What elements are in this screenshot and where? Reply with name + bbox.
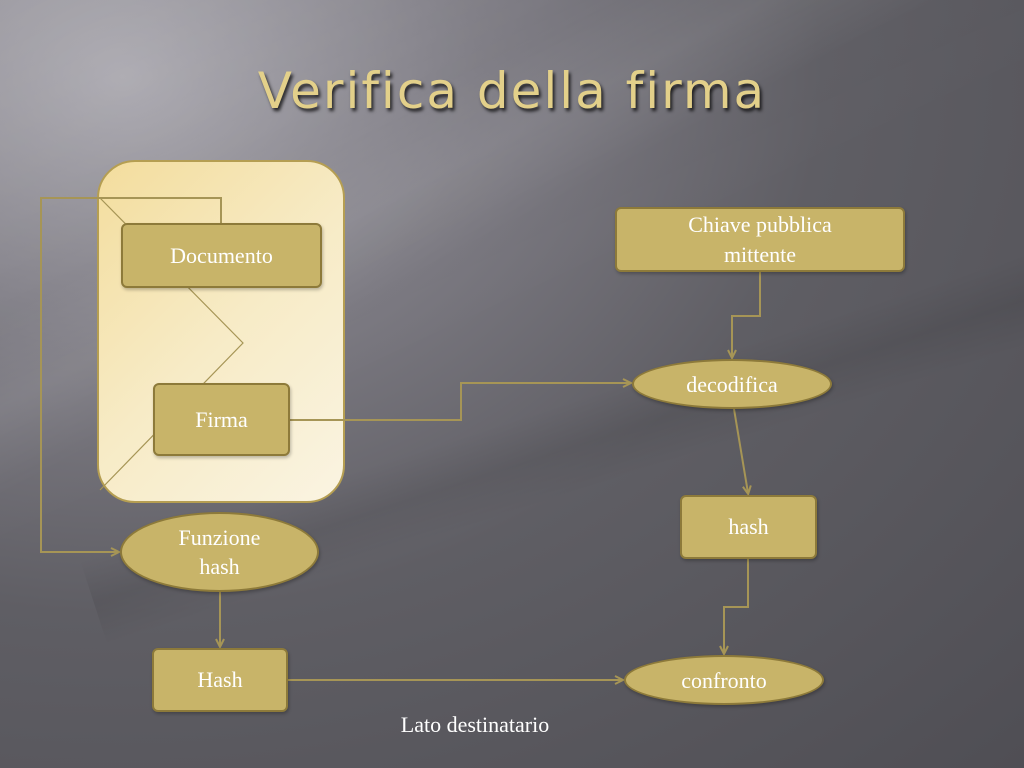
node-confronto: confronto bbox=[624, 655, 824, 705]
slide-title: Verifica della firma bbox=[257, 62, 767, 120]
node-chiave-pubblica: Chiave pubblica mittente bbox=[615, 207, 905, 272]
node-funzione-hash: Funzione hash bbox=[120, 512, 319, 592]
connector-decodifica-to-hash bbox=[733, 408, 748, 493]
node-decodifica: decodifica bbox=[632, 359, 832, 409]
node-firma: Firma bbox=[153, 383, 290, 456]
slide-caption: Lato destinatario bbox=[400, 712, 550, 737]
connector-hash-to-confronto bbox=[724, 559, 749, 653]
node-hash-left: Hash bbox=[152, 648, 288, 712]
node-documento: Documento bbox=[121, 223, 322, 288]
node-hash-right: hash bbox=[680, 495, 817, 559]
connector-chiave-to-decodifica bbox=[732, 272, 761, 357]
